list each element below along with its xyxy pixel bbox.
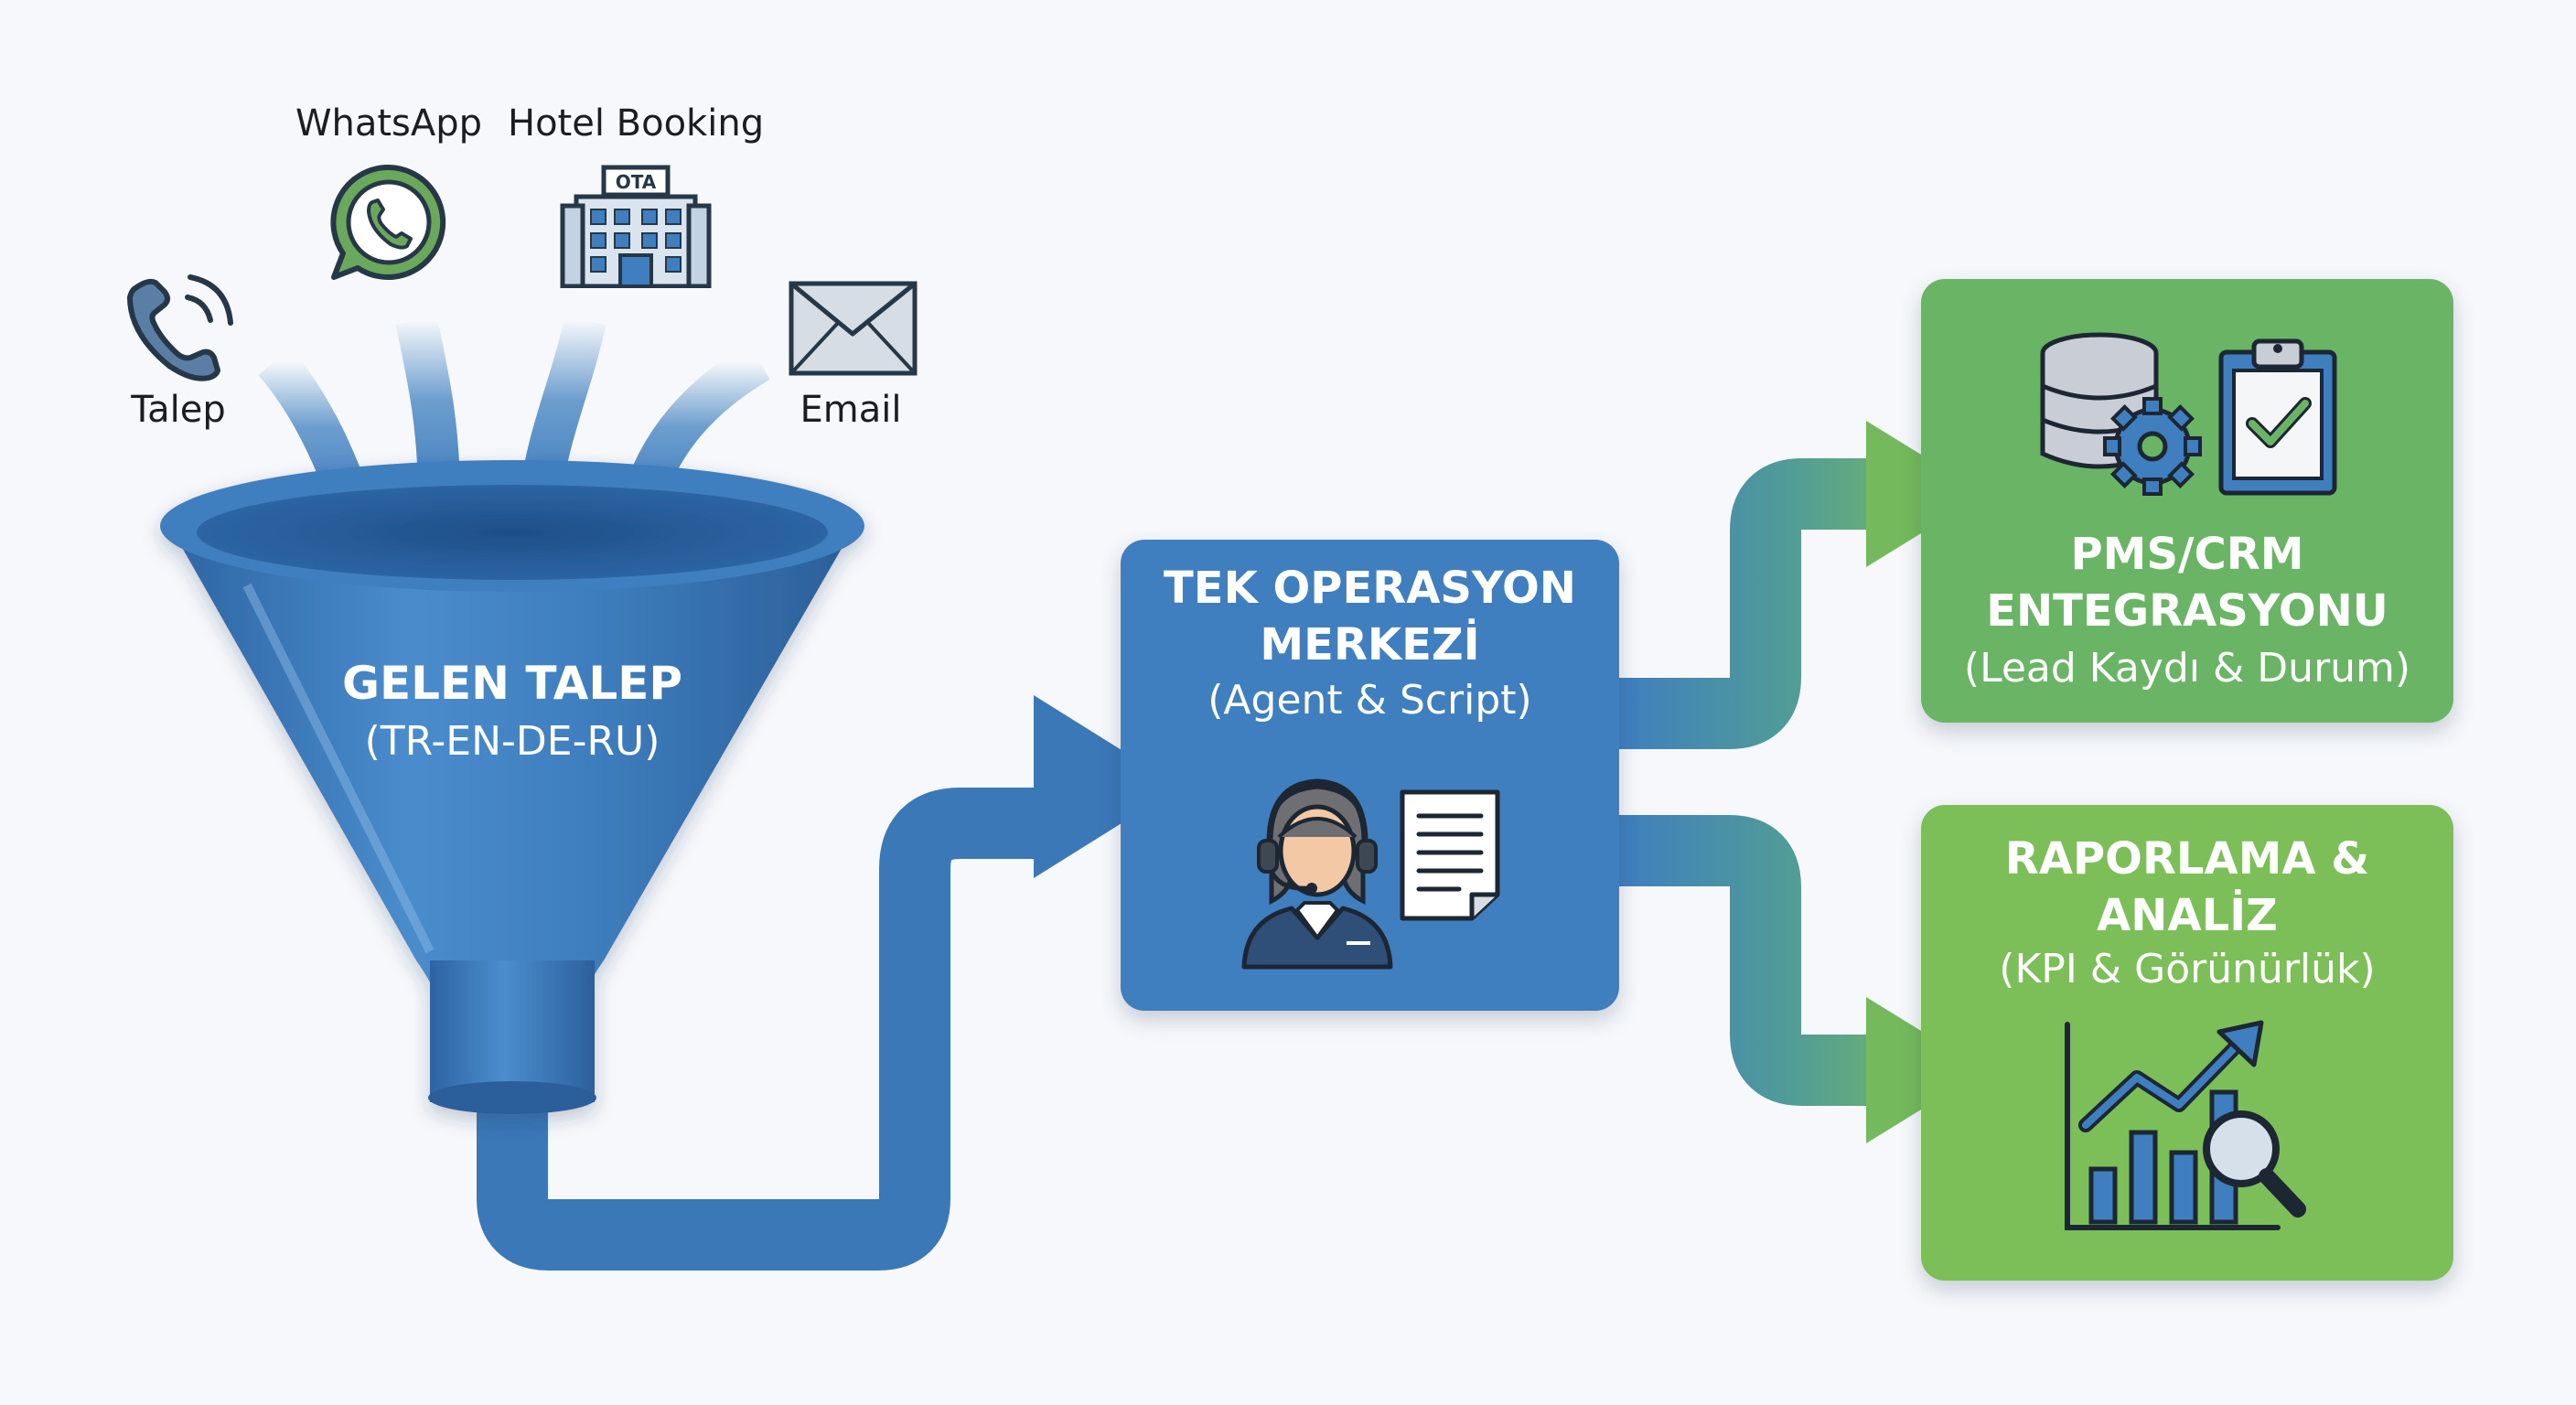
operation-center-subtitle: (Agent & Script) [1208,677,1532,724]
reporting-box: RAPORLAMA & ANALİZ (KPI & Görünürlük) [1921,805,2453,1281]
funnel-icon [160,460,864,1114]
integration-title-line2: ENTEGRASYONU [1986,585,2388,637]
funnel-to-center-arrow [477,695,1180,1271]
integration-title-line1: PMS/CRM [2070,529,2304,580]
integration-subtitle: (Lead Kaydı & Durum) [1963,645,2411,692]
clipboard-check-icon [2218,338,2337,496]
integration-box: PMS/CRM ENTEGRASYONU (Lead Kaydı & Durum… [1921,279,2453,723]
operation-center-box: TEK OPERASYON MERKEZİ (Agent & Script) [1121,540,1619,1011]
reporting-title-line2: ANALİZ [2097,890,2278,941]
operation-center-title-line2: MERKEZİ [1260,619,1480,670]
agent-headset-icon [1241,778,1393,970]
hotel-ota-icon: OTA [560,165,712,288]
funnel-title: GELEN TALEP [341,657,683,710]
branch-arrows [1619,421,1985,1143]
reporting-subtitle: (KPI & Görünürlük) [1999,946,2376,992]
whatsapp-icon [330,164,446,280]
channel-label-phone: Talep [131,389,226,431]
channel-label-hotel-booking: Hotel Booking [508,102,765,145]
channel-label-email: Email [800,389,902,431]
script-document-icon [1400,789,1500,921]
database-gear-icon [2040,332,2202,496]
reporting-title-line1: RAPORLAMA & [2004,833,2370,885]
chart-magnifier-icon [2065,1020,2306,1230]
operation-center-title-line1: TEK OPERASYON [1164,563,1576,614]
funnel-subtitle: (TR-EN-DE-RU) [364,718,660,765]
hotel-ota-badge: OTA [616,171,657,193]
phone-icon [127,274,233,381]
channel-label-whatsapp: WhatsApp [295,102,483,145]
envelope-icon [789,281,918,376]
